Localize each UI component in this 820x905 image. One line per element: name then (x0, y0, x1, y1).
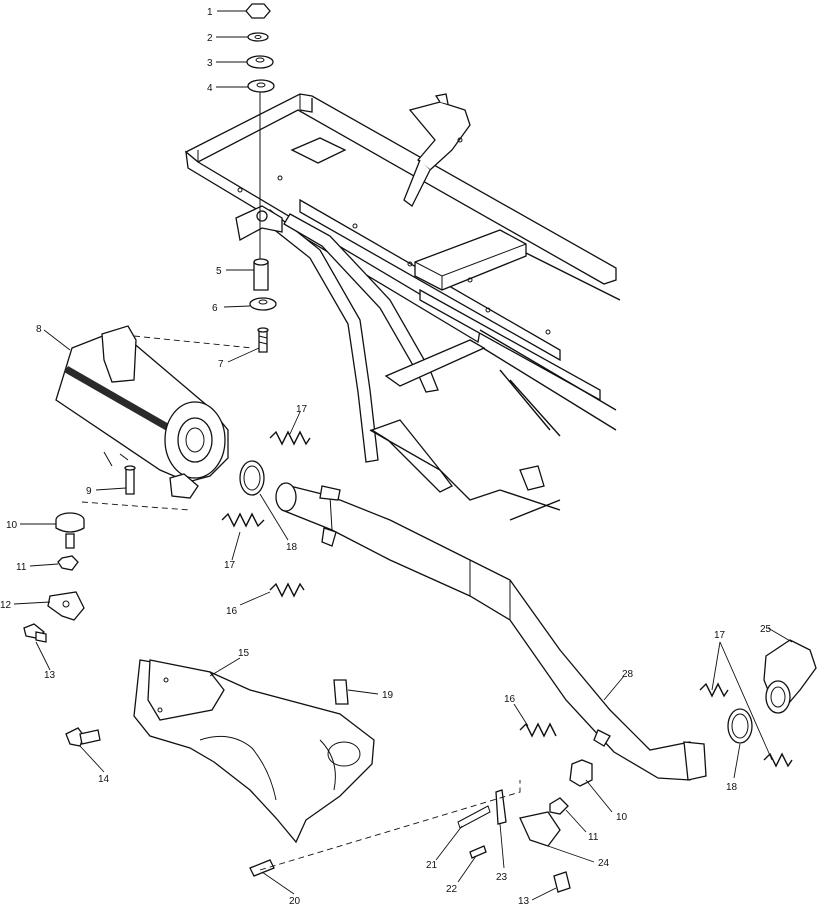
spring-16b-icon (519, 722, 557, 738)
callout-2: 2 (207, 33, 213, 44)
springs (221, 430, 793, 768)
callout-17c: 17 (714, 630, 726, 641)
callout-17b: 17 (224, 560, 236, 571)
spring-17b-icon (221, 512, 265, 528)
spring-clip-23-icon (495, 789, 507, 825)
left-hardware (23, 512, 101, 747)
callout-14: 14 (98, 774, 110, 785)
spring-17c-icon (699, 682, 729, 698)
callout-28: 28 (622, 669, 634, 680)
callout-12: 12 (0, 600, 12, 611)
callout-18a: 18 (286, 542, 298, 553)
heat-shield-15 (133, 659, 375, 844)
callout-19: 19 (382, 690, 394, 701)
callout-24: 24 (598, 858, 610, 869)
callout-16b: 16 (504, 694, 516, 705)
nut-11b-icon (549, 797, 569, 815)
callout-3: 3 (207, 58, 213, 69)
callout-15: 15 (238, 648, 250, 659)
bolt-20-icon (249, 859, 275, 877)
leader-lines (13, 10, 793, 901)
nut-11a-icon (57, 555, 79, 571)
callout-5: 5 (216, 266, 222, 277)
bolt-9-icon (125, 467, 135, 495)
callout-21: 21 (426, 860, 438, 871)
spring-17d-icon (763, 752, 793, 768)
callout-22: 22 (446, 884, 458, 895)
callout-13a: 13 (44, 670, 56, 681)
bolt-13b-icon (553, 871, 571, 893)
washer-2-icon (247, 32, 269, 42)
callout-18b: 18 (726, 782, 738, 793)
mount-stack (245, 3, 277, 353)
spring-17a-icon (269, 430, 311, 446)
callout-10a: 10 (6, 520, 18, 531)
callout-16a: 16 (226, 606, 238, 617)
callout-7: 7 (218, 359, 224, 370)
callout-17a: 17 (296, 404, 308, 415)
callout-labels: 1 2 3 4 5 6 7 8 9 10 11 12 13 14 15 16 1… (0, 7, 772, 905)
rivet-21-icon (457, 805, 491, 829)
callout-8: 8 (36, 324, 42, 335)
callout-25: 25 (760, 624, 772, 635)
callout-6: 6 (212, 303, 218, 314)
bolt-7-icon (258, 329, 268, 353)
callout-11a: 11 (16, 562, 27, 573)
screw-22-icon (469, 845, 487, 859)
callout-23: 23 (496, 872, 508, 883)
washer-4-icon (247, 79, 275, 93)
bracket-24-icon (519, 811, 561, 847)
callout-4: 4 (207, 83, 213, 94)
nut-1-icon (245, 3, 271, 19)
spring-16a-icon (269, 582, 305, 598)
clip-19-icon (333, 679, 349, 705)
header-pipe-28 (275, 482, 707, 781)
callout-13b: 13 (518, 896, 530, 905)
spacer-5-icon (253, 261, 269, 291)
right-hardware (249, 639, 817, 893)
callout-10b: 10 (616, 812, 628, 823)
callout-1: 1 (207, 7, 213, 18)
callout-20: 20 (289, 896, 301, 905)
grommet-10b-icon (569, 759, 593, 787)
callout-11b: 11 (588, 832, 599, 843)
callout-9: 9 (86, 486, 92, 497)
bracket-12-icon (47, 591, 85, 621)
muffler-8 (55, 325, 253, 511)
